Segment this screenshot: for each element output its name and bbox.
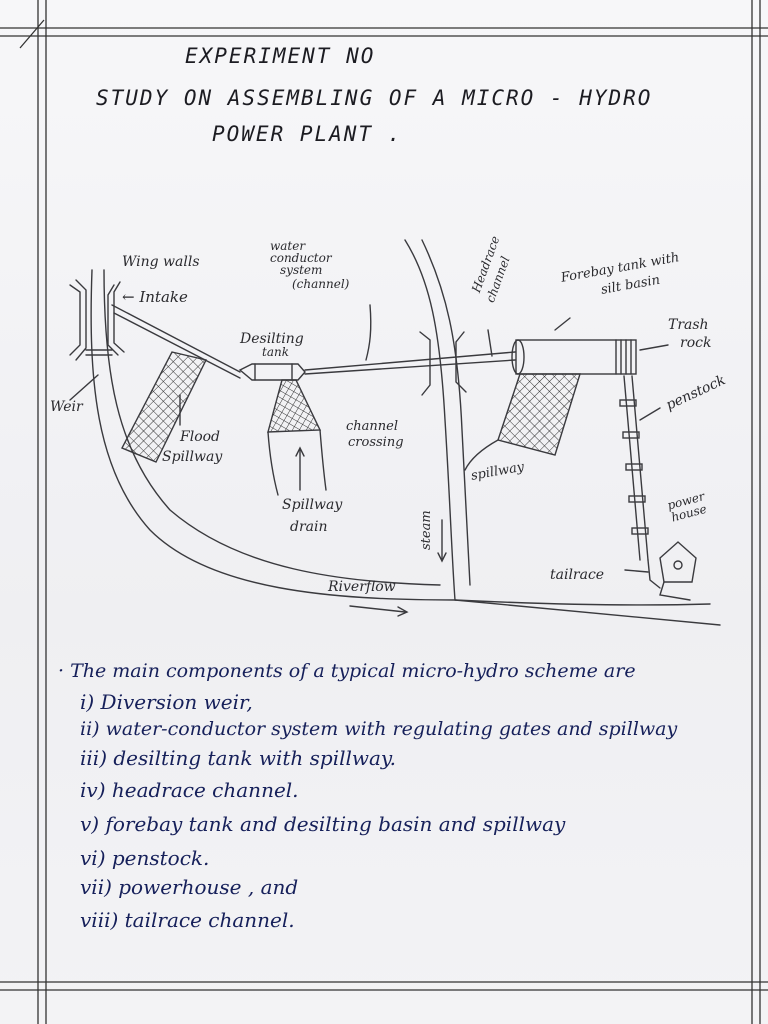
headrace-channel [304, 351, 516, 371]
label-trash: Trash [668, 317, 709, 333]
label-channel: channel [346, 419, 398, 434]
label-desilting: Desilting [240, 331, 304, 347]
wing-wall-right [107, 284, 119, 356]
label-intake: ← Intake [122, 288, 188, 306]
label-spillway-drain-2: drain [290, 519, 328, 535]
label-water-conductor-1: water [270, 239, 306, 253]
label-flood-spillway: Spillway [162, 449, 223, 465]
label-desilting-tank: tank [262, 345, 289, 359]
note-item-6: vi) penstock. [80, 846, 210, 870]
label-crossing: crossing [348, 435, 404, 450]
river-bank-outer [90, 269, 721, 626]
stream-right-bank [421, 239, 471, 586]
trash-rack [615, 339, 632, 375]
note-item-2: ii) water-conductor system with regulati… [80, 718, 678, 740]
forebay-tank [515, 339, 637, 375]
spillway-drain [267, 379, 322, 433]
label-spillway-drain-1: Spillway [282, 497, 343, 513]
note-item-7: vii) powerhouse , and [80, 875, 299, 899]
label-tailrace: tailrace [550, 567, 605, 583]
powerhouse [659, 541, 697, 583]
conductor-channel [111, 304, 241, 373]
forebay-spillway [497, 373, 581, 456]
note-item-1: i) Diversion weir, [80, 690, 253, 714]
label-river-flow: Riverflow [328, 579, 396, 595]
note-item-8: viii) tailrace channel. [80, 908, 295, 932]
river-lower-edge [454, 599, 711, 606]
desilting-tank [238, 363, 306, 381]
label-rock: rock [680, 335, 712, 351]
tailrace-line [647, 559, 661, 589]
experiment-heading: EXPERIMENT NO [185, 44, 376, 68]
label-water-conductor-4: (channel) [292, 277, 350, 291]
notes-intro: · The main components of a typical micro… [58, 660, 636, 682]
label-water-conductor-2: conductor [270, 251, 332, 265]
note-item-3: iii) desilting tank with spillway. [80, 746, 396, 770]
flood-spillway [121, 351, 208, 463]
label-flood: Flood [180, 429, 221, 445]
title-line-1: STUDY ON ASSEMBLING OF A MICRO - HYDRO [96, 86, 653, 110]
river-bank-inner [103, 269, 441, 586]
note-item-4: iv) headrace channel. [80, 778, 299, 802]
stream-left-bank [404, 239, 456, 601]
title-line-2: POWER PLANT . [212, 122, 403, 146]
note-item-5: v) forebay tank and desilting basin and … [80, 812, 566, 836]
label-weir: Weir [50, 399, 83, 415]
label-wing-walls: Wing walls [122, 254, 200, 270]
label-water-conductor-3: system [280, 263, 323, 277]
label-stream: steam [419, 510, 434, 550]
wing-wall-left [69, 284, 81, 356]
channel-crossing [419, 331, 431, 396]
